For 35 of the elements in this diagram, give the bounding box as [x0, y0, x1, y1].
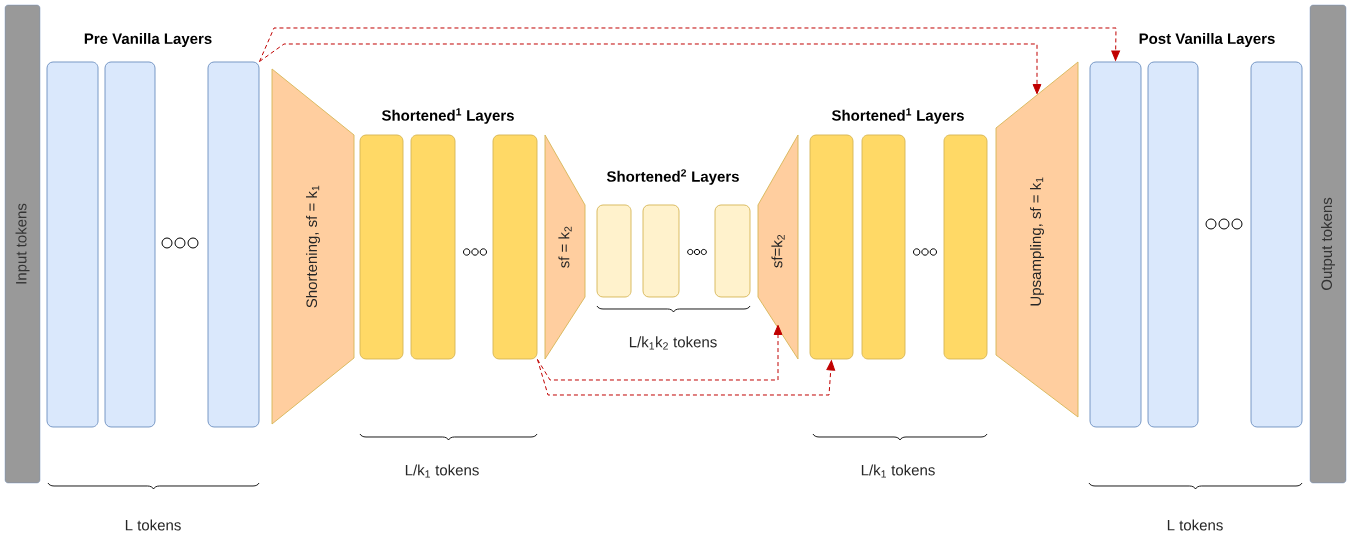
- layer-box: [943, 134, 988, 360]
- dashed-arrow: [258, 43, 1042, 95]
- trapezoid-block: sf=k$_{2}$: [757, 134, 799, 360]
- layer-box: [596, 204, 632, 298]
- layer-box: [714, 204, 751, 298]
- token-bar: Input tokens: [4, 4, 41, 484]
- token-count: L/k$_{1}$ tokens: [861, 464, 935, 478]
- layer-box: [809, 134, 854, 360]
- layer-box: [104, 61, 156, 428]
- dashed-arrow: [536, 358, 836, 396]
- trapezoid-block: Shortening, sf = k$_{1}$: [271, 68, 355, 425]
- layer-box: [207, 61, 260, 428]
- layer-box: [861, 134, 906, 360]
- layer-box: [410, 134, 456, 360]
- token-count: L/k$_{1}$k$_{2}$ tokens: [629, 336, 717, 350]
- layer-box: [1089, 61, 1142, 428]
- group-title: Shortened$^{2}$ Layers: [606, 169, 739, 185]
- layer-box: [492, 134, 538, 360]
- trapezoid-block: sf = k$_{2}$: [544, 134, 586, 360]
- group-title: Pre Vanilla Layers: [84, 33, 212, 47]
- dashed-arrow: [258, 27, 1121, 63]
- token-count: L tokens: [125, 519, 181, 531]
- layer-box: [1250, 61, 1303, 428]
- layer-box: [1147, 61, 1199, 428]
- dashed-arrow: [536, 324, 783, 381]
- layer-box: [46, 61, 99, 428]
- group-title: Post Vanilla Layers: [1139, 33, 1275, 47]
- token-bar: Output tokens: [1309, 4, 1347, 484]
- token-count: L/k$_{1}$ tokens: [405, 464, 479, 478]
- group-title: Shortened$^{1}$ Layers: [381, 108, 514, 124]
- token-count: L tokens: [1167, 519, 1223, 531]
- layer-box: [642, 204, 680, 298]
- trapezoid-block: Upsampling, sf = k$_{1}$: [995, 61, 1079, 418]
- layer-box: [359, 134, 404, 360]
- group-title: Shortened$^{1}$ Layers: [831, 108, 964, 124]
